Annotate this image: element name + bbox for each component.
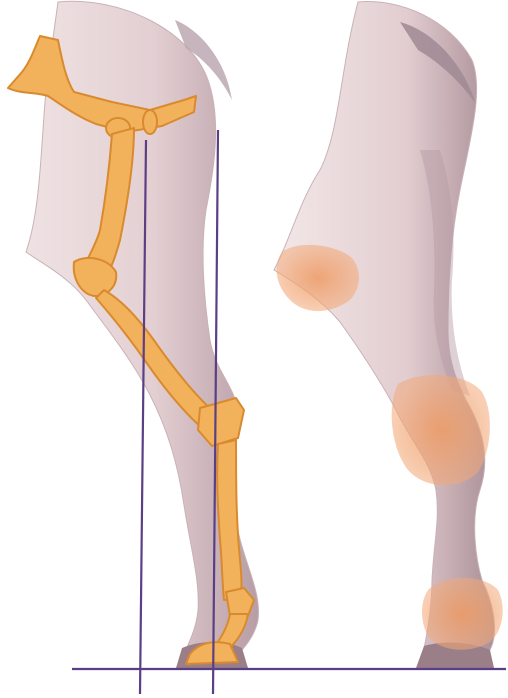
femur-head [143, 110, 157, 134]
stifle-highlight [276, 245, 359, 311]
fetlock-highlight [422, 578, 503, 650]
hock-highlight [392, 375, 490, 485]
right-leg-silhouette [274, 2, 495, 668]
right-leg [274, 2, 495, 668]
